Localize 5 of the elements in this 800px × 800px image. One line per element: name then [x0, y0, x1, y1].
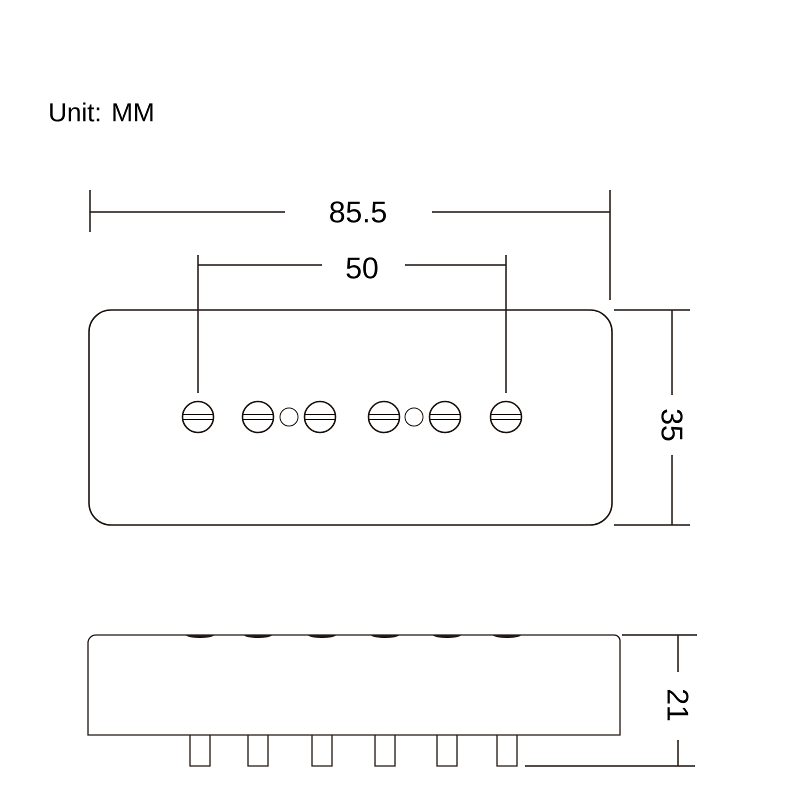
dimension-label: 35 [661, 409, 683, 440]
dimension-label: 50 [346, 257, 378, 279]
dimension-label: 21 [668, 690, 688, 720]
dimension-label: 85.5 [330, 201, 386, 223]
unit-note: Unit: MM [50, 102, 152, 122]
